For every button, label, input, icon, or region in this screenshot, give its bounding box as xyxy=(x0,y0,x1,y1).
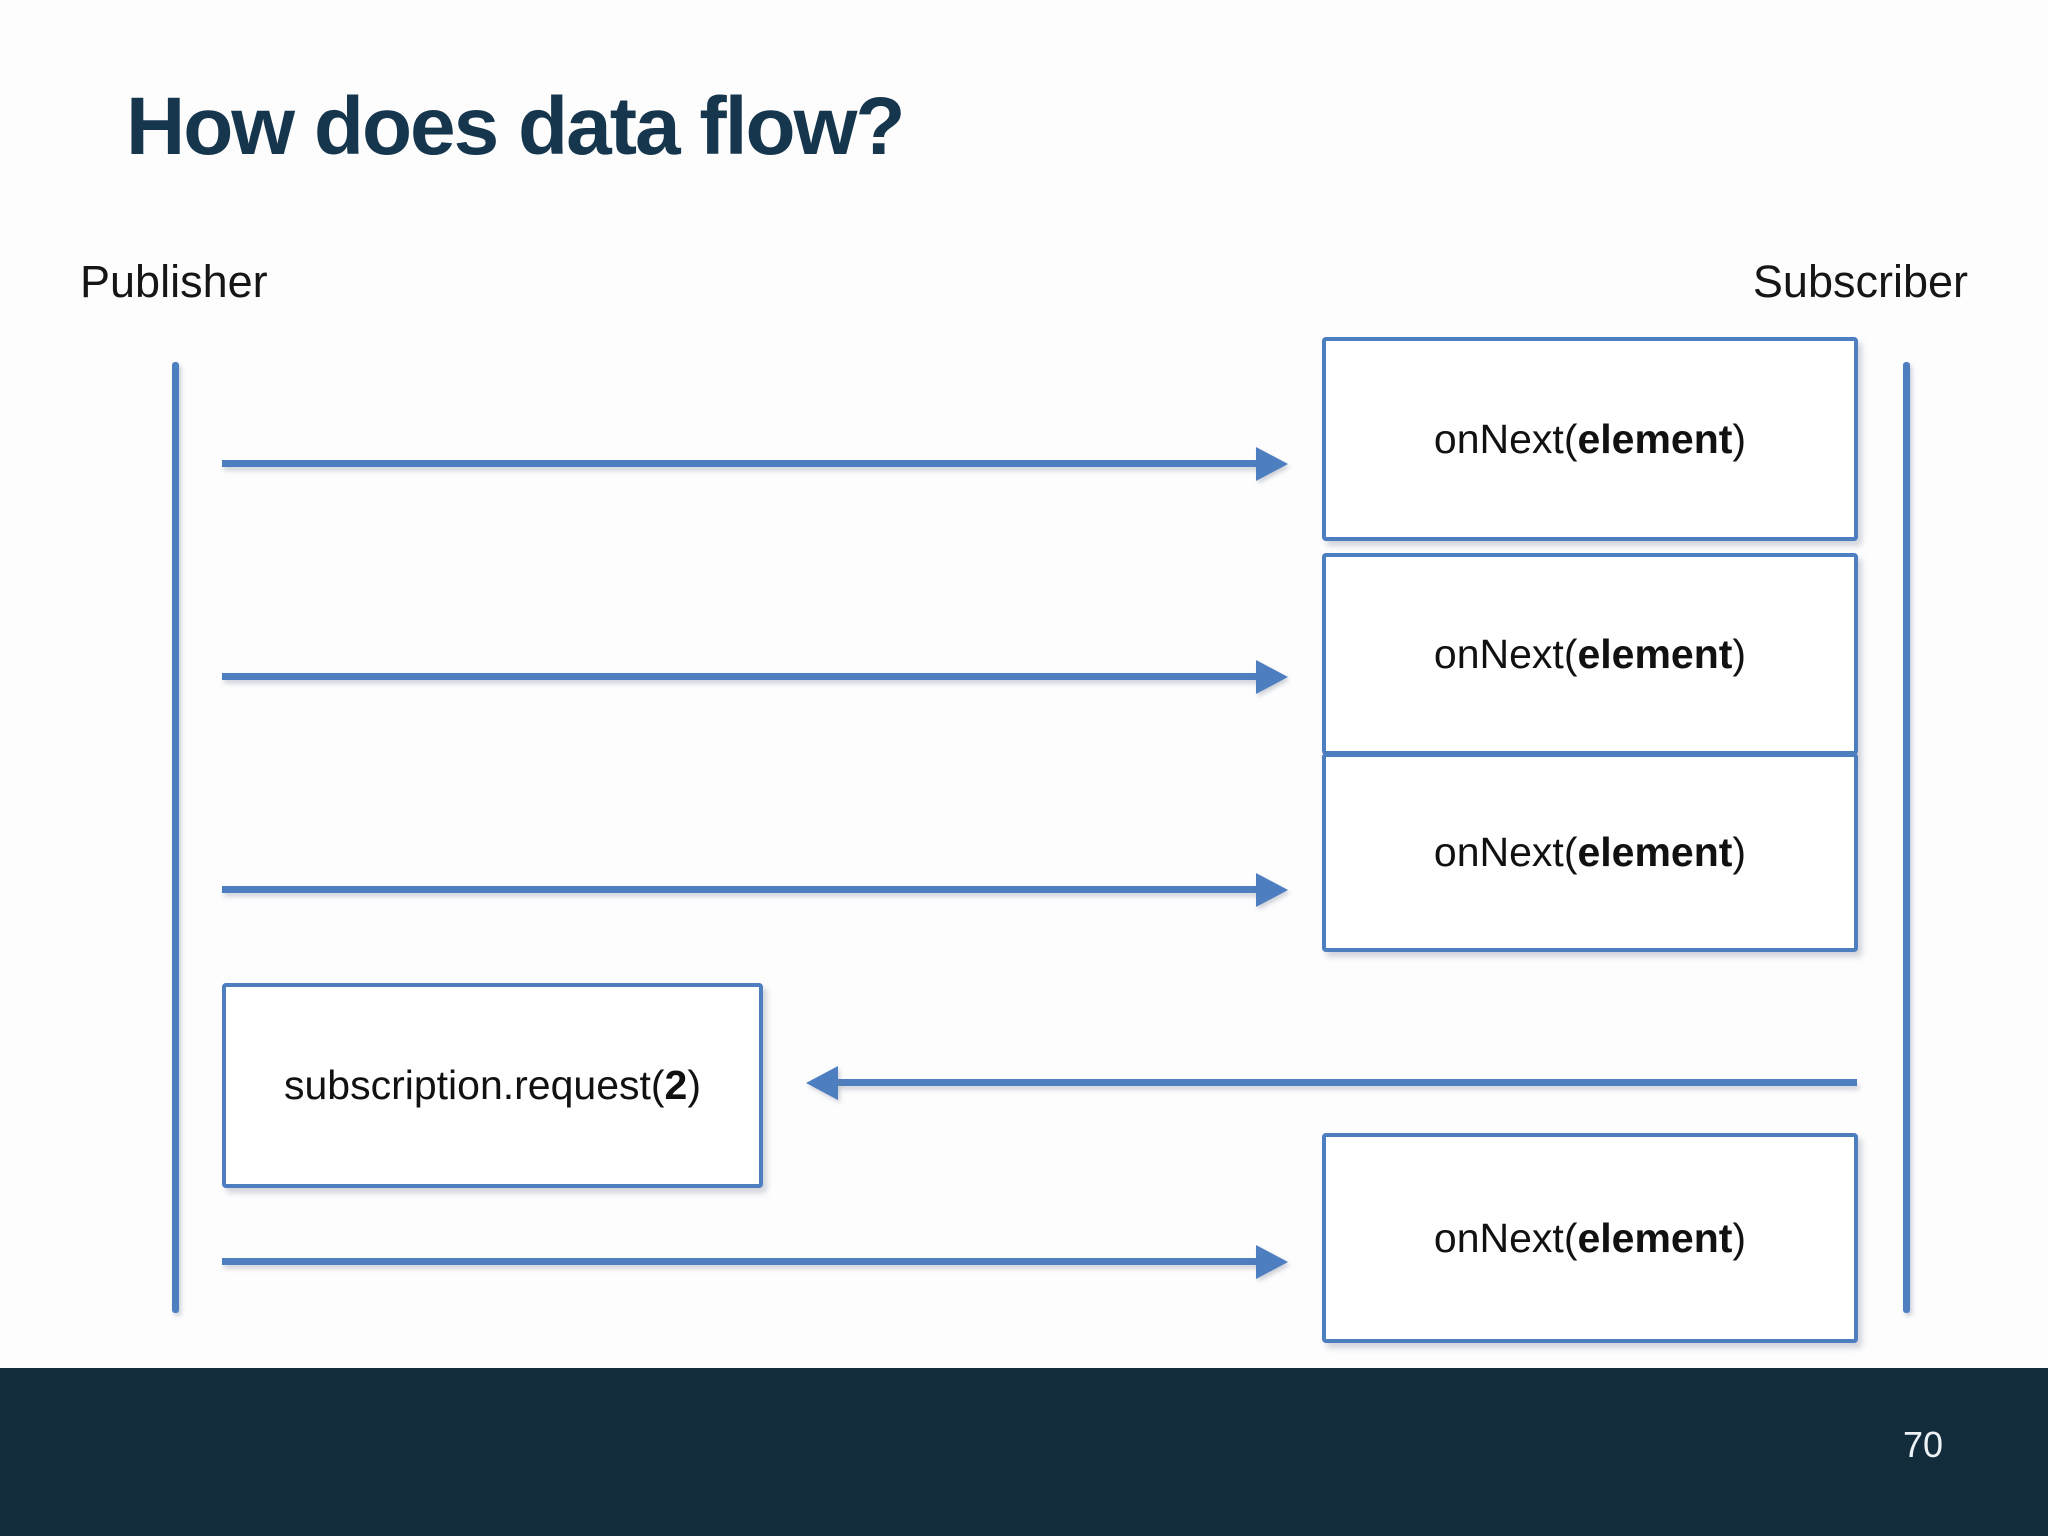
publisher-label: Publisher xyxy=(80,256,268,307)
call-prefix: onNext( xyxy=(1433,829,1578,875)
subscription-request-text: subscription.request(2) xyxy=(284,1062,701,1109)
call-arg: element xyxy=(1577,630,1733,677)
call-arg: element xyxy=(1577,1214,1733,1261)
call-arg: element xyxy=(1577,415,1733,462)
onnext-box-4-text: onNext(element) xyxy=(1434,1215,1746,1262)
page-number: 70 xyxy=(1903,1424,1944,1465)
call-suffix: ) xyxy=(1732,1214,1747,1261)
onnext-box-2: onNext(element) xyxy=(1322,553,1858,755)
onnext-box-3: onNext(element) xyxy=(1322,753,1858,952)
page-title: How does data flow? xyxy=(126,81,905,172)
onnext-arrow-4-head-icon xyxy=(1256,1245,1288,1279)
onnext-arrow-1-head-icon xyxy=(1256,447,1288,481)
onnext-box-4: onNext(element) xyxy=(1322,1133,1858,1343)
call-suffix: ) xyxy=(1732,630,1747,677)
onnext-arrow-1-shaft xyxy=(222,460,1258,467)
onnext-arrow-2-shaft xyxy=(222,673,1258,680)
onnext-box-3-text: onNext(element) xyxy=(1434,829,1746,876)
onnext-arrow-4-shaft xyxy=(222,1258,1258,1265)
request-arrow-head-icon xyxy=(806,1066,838,1100)
call-arg: 2 xyxy=(664,1062,688,1108)
publisher-lifeline xyxy=(172,362,179,1313)
subscription-request-box: subscription.request(2) xyxy=(222,983,763,1188)
call-prefix: onNext( xyxy=(1433,1214,1578,1261)
onnext-box-1-text: onNext(element) xyxy=(1434,416,1746,463)
call-prefix: onNext( xyxy=(1433,415,1578,462)
onnext-box-2-text: onNext(element) xyxy=(1434,631,1746,678)
call-suffix: ) xyxy=(1732,829,1747,875)
footer-bar xyxy=(0,1368,2048,1536)
call-prefix: subscription.request( xyxy=(283,1062,665,1108)
onnext-box-1: onNext(element) xyxy=(1322,337,1858,541)
request-arrow-shaft xyxy=(836,1079,1857,1086)
onnext-arrow-3-head-icon xyxy=(1256,873,1288,907)
call-prefix: onNext( xyxy=(1433,630,1578,677)
onnext-arrow-2-head-icon xyxy=(1256,660,1288,694)
subscriber-label: Subscriber xyxy=(1752,256,1968,307)
call-suffix: ) xyxy=(1732,415,1747,462)
subscriber-lifeline xyxy=(1903,362,1910,1313)
call-suffix: ) xyxy=(687,1062,702,1108)
onnext-arrow-3-shaft xyxy=(222,886,1258,893)
call-arg: element xyxy=(1577,829,1733,875)
